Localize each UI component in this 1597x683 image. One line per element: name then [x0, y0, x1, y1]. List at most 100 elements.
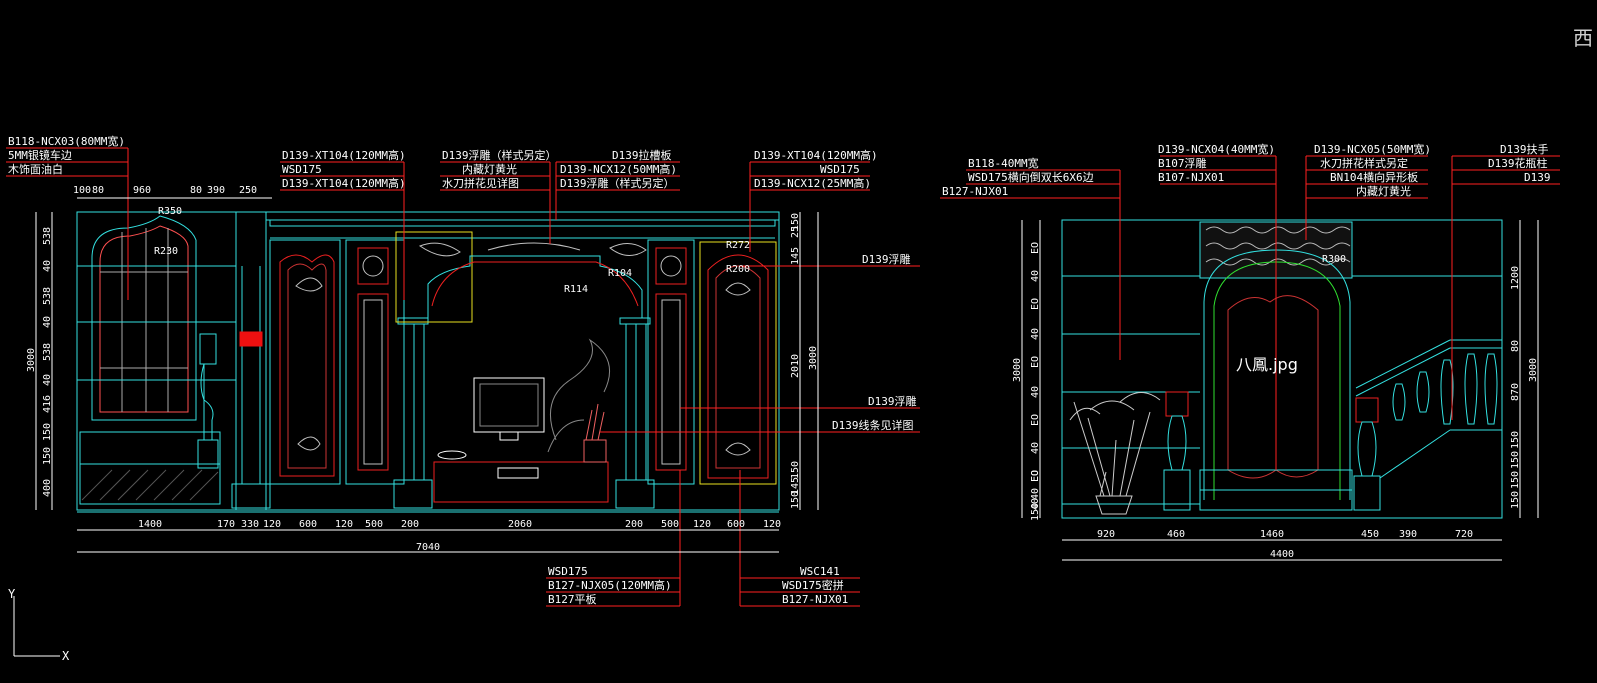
left-dim-vertical: 400 [42, 479, 53, 497]
right-dim-bottom: 1460 [1260, 529, 1284, 540]
right-annotation-labels: B118-40MM宽 WSD175横向倒双长6X6边 B127-NJX01 D1… [942, 142, 1551, 198]
label-d1: D139拉槽板 [612, 148, 672, 162]
left-dim-bottom: 170 [217, 519, 235, 530]
left-dim-top: 250 [239, 185, 257, 196]
left-dim-vertical: 538 [42, 343, 53, 361]
label-r3: D139线条见详图 [832, 418, 914, 432]
right-dim-right-vertical: 80 [1510, 340, 1521, 352]
label-h2: WSD175横向倒双长6X6边 [968, 170, 1094, 184]
left-annotation-labels: B118-NCX03(80MM宽) 5MM银镜车边 木饰面油白 D139-XT1… [8, 134, 917, 606]
label-k2: D139花瓶柱 [1488, 156, 1548, 170]
label-h3: B127-NJX01 [942, 185, 1008, 198]
tv-set [433, 377, 609, 503]
label-g3: B127-NJX01 [782, 593, 848, 606]
left-dim-top: 390 [207, 185, 225, 196]
label-e1: D139-XT104(120MM高) [754, 148, 878, 162]
column-left [231, 211, 271, 511]
ucs-axis-icon: Y X [8, 587, 70, 663]
right-dim-right-vertical: 1200 [1510, 266, 1521, 290]
right-dim-bottom: 920 [1097, 529, 1115, 540]
svg-text:Y: Y [8, 587, 16, 601]
left-dim-bottom: 2060 [508, 519, 532, 530]
right-dim-bottom: 450 [1361, 529, 1379, 540]
label-r2: D139浮雕 [868, 394, 917, 408]
left-dim-top: 80 [92, 185, 104, 196]
right-dim-vertical: 40 [1030, 328, 1041, 340]
label-k3: D139 [1524, 171, 1551, 184]
left-dim-bottom: 600 [727, 519, 745, 530]
label-e2: WSD175 [820, 163, 860, 176]
right-dim-right-vertical: 150 [1510, 491, 1521, 509]
label-f3: B127平板 [548, 592, 597, 606]
left-dim-right-vertical: 145 [790, 477, 801, 495]
left-dim-bottom: 600 [299, 519, 317, 530]
panel-left [269, 239, 341, 485]
right-dim-right-vertical: 150 [1510, 471, 1521, 489]
label-i2: B107浮雕 [1158, 156, 1207, 170]
label-b3: D139-XT104(120MM高) [282, 176, 406, 190]
right-dim-vertical: 40 [1030, 498, 1041, 510]
label-j4: 内藏灯黄光 [1356, 184, 1411, 198]
panel-narrow-right [647, 239, 695, 485]
central-arch [395, 231, 647, 323]
column-fluted-left [393, 317, 433, 509]
image-filename-label: 八鳳.jpg [1236, 355, 1298, 374]
left-dim-bottom: 500 [661, 519, 679, 530]
arc-radius-label: R350 [158, 206, 182, 217]
left-dim-bottom: 120 [763, 519, 781, 530]
dimension-lines-left [35, 197, 819, 553]
right-dim-vertical: EO [1030, 242, 1041, 254]
left-dim-bottom: 330 [241, 519, 259, 530]
label-g2: WSD175密拼 [782, 578, 844, 592]
arc-radius-label: R200 [726, 264, 750, 275]
crown-moulding [265, 211, 780, 239]
left-dim-total: 7040 [416, 542, 440, 553]
plant-decoration [583, 403, 607, 463]
left-dim-right-vertical: 150 [790, 491, 801, 509]
label-h1: B118-40MM宽 [968, 156, 1039, 170]
right-dim-vertical: 150 [1030, 503, 1041, 521]
left-dim-bottom: 120 [693, 519, 711, 530]
right-dim-vertical: EO [1030, 298, 1041, 310]
panel-right-door [699, 241, 777, 485]
right-dim-right-vertical: 870 [1510, 383, 1521, 401]
svg-text:X: X [62, 649, 70, 663]
right-dim-vertical: 40 [1030, 270, 1041, 282]
right-dim-vertical-total: 3000 [1012, 358, 1023, 382]
label-e3: D139-NCX12(25MM高) [754, 176, 871, 190]
left-dim-bottom: 120 [263, 519, 281, 530]
label-r1: D139浮雕 [862, 252, 911, 266]
right-dim-bottom: 390 [1399, 529, 1417, 540]
label-a1: B118-NCX03(80MM宽) [8, 134, 125, 148]
arc-radius-label: R300 [1322, 254, 1346, 265]
arched-window [77, 215, 236, 505]
label-c2: 内藏灯黄光 [462, 162, 517, 176]
label-k1: D139扶手 [1500, 142, 1549, 156]
label-b1: D139-XT104(120MM高) [282, 148, 406, 162]
right-dim-right-vertical: 150 [1510, 451, 1521, 469]
potted-plant [1069, 392, 1161, 515]
newel-post-right [1353, 397, 1381, 511]
arc-radius-label: R230 [154, 246, 178, 257]
left-dim-right-vertical: 25 [790, 226, 801, 238]
right-dim-vertical: 40 [1030, 488, 1041, 500]
leader-lines-left [6, 147, 920, 607]
left-dim-vertical: 150 [42, 447, 53, 465]
right-dim-right-total: 3000 [1528, 358, 1539, 382]
corner-glyph: 西 [1573, 26, 1593, 50]
label-c1: D139浮雕（样式另定） [442, 148, 557, 162]
label-j2: 水刀拼花样式另定 [1320, 156, 1408, 170]
label-a2: 5MM银镜车边 [8, 148, 72, 162]
label-d3: D139浮雕（样式另定） [560, 176, 675, 190]
column-fluted-right [615, 317, 655, 509]
left-dim-vertical: 40 [42, 316, 53, 328]
label-f2: B127-NJX05(120MM高) [548, 578, 672, 592]
left-dim-top: 100 [73, 185, 91, 196]
right-dim-total: 4400 [1270, 549, 1294, 560]
label-g1: WSC141 [800, 565, 840, 578]
label-a3: 木饰面油白 [8, 162, 63, 176]
arc-radius-label: R114 [564, 284, 588, 295]
baluster-left [197, 333, 219, 469]
